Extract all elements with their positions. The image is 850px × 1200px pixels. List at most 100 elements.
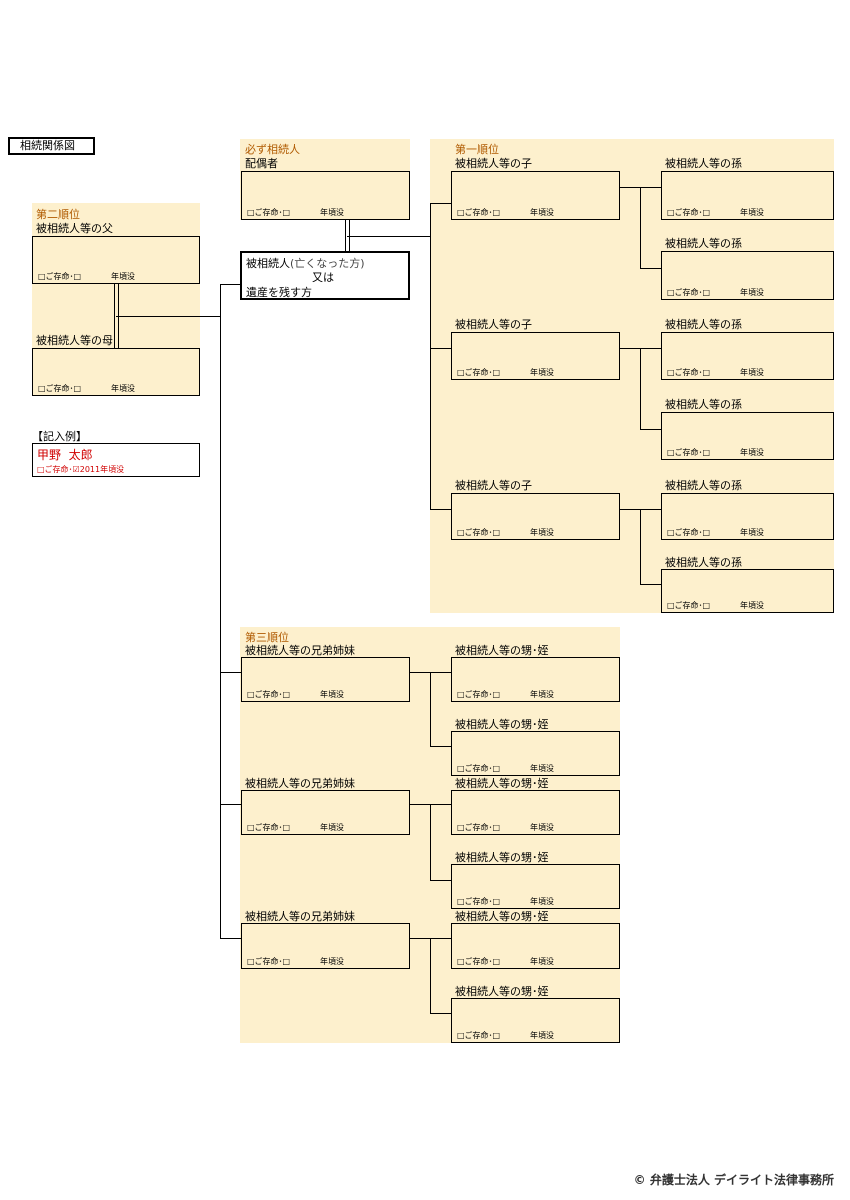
- status-line: □ご存命･□年頃没: [38, 384, 135, 393]
- status-line: □ご存命･□年頃没: [667, 601, 764, 610]
- sibling-box[interactable]: □ご存命･□年頃没: [241, 657, 410, 702]
- father-box[interactable]: □ご存命･□年頃没: [32, 236, 200, 284]
- child-label: 被相続人等の子: [455, 479, 532, 492]
- status-line: □ご存命･□年頃没: [457, 1031, 554, 1040]
- sibling-connector: [220, 672, 242, 673]
- main-trunk: [220, 284, 221, 939]
- nephew-connector: [430, 938, 431, 1013]
- mother-box[interactable]: □ご存命･□年頃没: [32, 348, 200, 396]
- first-order-connector: [347, 236, 431, 237]
- first-order-trunk: [430, 203, 431, 510]
- nephew-connector: [430, 1013, 452, 1014]
- nephew-connector: [410, 672, 452, 673]
- nephew-box[interactable]: □ご存命･□年頃没: [451, 790, 620, 835]
- status-line: □ご存命･□年頃没: [457, 690, 554, 699]
- nephew-label: 被相続人等の甥･姪: [455, 985, 549, 998]
- mother-label: 被相続人等の母: [36, 334, 113, 347]
- father-label: 被相続人等の父: [36, 222, 113, 235]
- status-line: □ご存命･□年頃没: [457, 823, 554, 832]
- status-line: □ご存命･□年頃没: [457, 764, 554, 773]
- example-header: 【記入例】: [32, 430, 87, 443]
- child-box[interactable]: □ご存命･□年頃没: [451, 332, 620, 380]
- grandchild-box[interactable]: □ご存命･□年頃没: [661, 412, 834, 460]
- grandchild-label: 被相続人等の孫: [665, 479, 742, 492]
- sibling-label: 被相続人等の兄弟姉妹: [245, 777, 355, 790]
- child-connector: [430, 509, 451, 510]
- example-box: 甲野 太郎 □ご存命･☑2011年頃没: [32, 443, 200, 477]
- child-label: 被相続人等の子: [455, 157, 532, 170]
- sibling-connector: [220, 804, 242, 805]
- parents-connector: [118, 284, 119, 348]
- status-line: □ご存命･□年頃没: [247, 957, 344, 966]
- sibling-box[interactable]: □ご存命･□年頃没: [241, 923, 410, 969]
- nephew-connector: [430, 880, 452, 881]
- deceased-box[interactable]: 被相続人(亡くなった方) 又は 遺産を残す方: [240, 251, 410, 300]
- grandchild-label: 被相続人等の孫: [665, 157, 742, 170]
- sibling-connector: [220, 938, 242, 939]
- grandchild-connector: [640, 187, 641, 268]
- grandchild-box[interactable]: □ご存命･□年頃没: [661, 493, 834, 540]
- child-connector: [430, 348, 451, 349]
- second-order-label: 第二順位: [36, 208, 80, 221]
- nephew-connector: [410, 938, 452, 939]
- grandchild-label: 被相続人等の孫: [665, 556, 742, 569]
- nephew-box[interactable]: □ご存命･□年頃没: [451, 657, 620, 702]
- child-label: 被相続人等の子: [455, 318, 532, 331]
- nephew-box[interactable]: □ご存命･□年頃没: [451, 998, 620, 1043]
- nephew-box[interactable]: □ご存命･□年頃没: [451, 864, 620, 909]
- status-line: □ご存命･□年頃没: [667, 448, 764, 457]
- nephew-label: 被相続人等の甥･姪: [455, 777, 549, 790]
- nephew-box[interactable]: □ご存命･□年頃没: [451, 923, 620, 969]
- nephew-connector: [430, 804, 431, 880]
- status-line: □ご存命･□年頃没: [457, 528, 554, 537]
- deceased-left-connector: [220, 284, 240, 285]
- status-line: □ご存命･□年頃没: [38, 272, 135, 281]
- grandchild-connector: [640, 429, 662, 430]
- grandchild-connector: [640, 509, 641, 584]
- page-title: 相続関係図: [8, 137, 95, 155]
- first-order-label: 第一順位: [455, 143, 499, 156]
- grandchild-label: 被相続人等の孫: [665, 318, 742, 331]
- grandchild-label: 被相続人等の孫: [665, 237, 742, 250]
- nephew-connector: [430, 746, 452, 747]
- grandchild-connector: [620, 509, 662, 510]
- copyright-footer: © 弁護士法人 デイライト法律事務所: [633, 1173, 834, 1187]
- spouse-box[interactable]: □ご存命･□年頃没: [241, 171, 410, 220]
- grandchild-box[interactable]: □ご存命･□年頃没: [661, 171, 834, 220]
- status-line: □ご存命･□年頃没: [247, 690, 344, 699]
- deceased-line3: 遺産を残す方: [246, 286, 312, 299]
- grandchild-connector: [620, 348, 662, 349]
- sibling-box[interactable]: □ご存命･□年頃没: [241, 790, 410, 835]
- child-box[interactable]: □ご存命･□年頃没: [451, 171, 620, 220]
- example-status: □ご存命･☑2011年頃没: [37, 465, 125, 474]
- parents-connector: [114, 284, 115, 348]
- status-line: □ご存命･□年頃没: [247, 823, 344, 832]
- nephew-box[interactable]: □ご存命･□年頃没: [451, 731, 620, 776]
- nephew-connector: [410, 804, 452, 805]
- child-connector: [430, 203, 451, 204]
- grandchild-box[interactable]: □ご存命･□年頃没: [661, 569, 834, 613]
- spouse-region-label: 必ず相続人: [245, 143, 300, 156]
- spouse-connector: [349, 220, 350, 251]
- nephew-connector: [430, 672, 431, 746]
- spouse-connector: [345, 220, 346, 251]
- nephew-label: 被相続人等の甥･姪: [455, 851, 549, 864]
- grandchild-connector: [640, 268, 662, 269]
- nephew-label: 被相続人等の甥･姪: [455, 718, 549, 731]
- child-box[interactable]: □ご存命･□年頃没: [451, 493, 620, 540]
- spouse-label: 配偶者: [245, 157, 278, 170]
- third-order-label: 第三順位: [245, 631, 289, 644]
- grandchild-box[interactable]: □ご存命･□年頃没: [661, 332, 834, 380]
- status-line: □ご存命･□年頃没: [457, 368, 554, 377]
- sibling-label: 被相続人等の兄弟姉妹: [245, 910, 355, 923]
- status-line: □ご存命･□年頃没: [667, 528, 764, 537]
- sibling-label: 被相続人等の兄弟姉妹: [245, 644, 355, 657]
- status-line: □ご存命･□年頃没: [667, 288, 764, 297]
- grandchild-connector: [640, 584, 662, 585]
- grandchild-connector: [640, 348, 641, 429]
- status-line: □ご存命･□年頃没: [457, 208, 554, 217]
- grandchild-box[interactable]: □ご存命･□年頃没: [661, 251, 834, 300]
- nephew-label: 被相続人等の甥･姪: [455, 644, 549, 657]
- status-line: □ご存命･□年頃没: [247, 208, 344, 217]
- deceased-line1: 被相続人(亡くなった方): [246, 257, 365, 270]
